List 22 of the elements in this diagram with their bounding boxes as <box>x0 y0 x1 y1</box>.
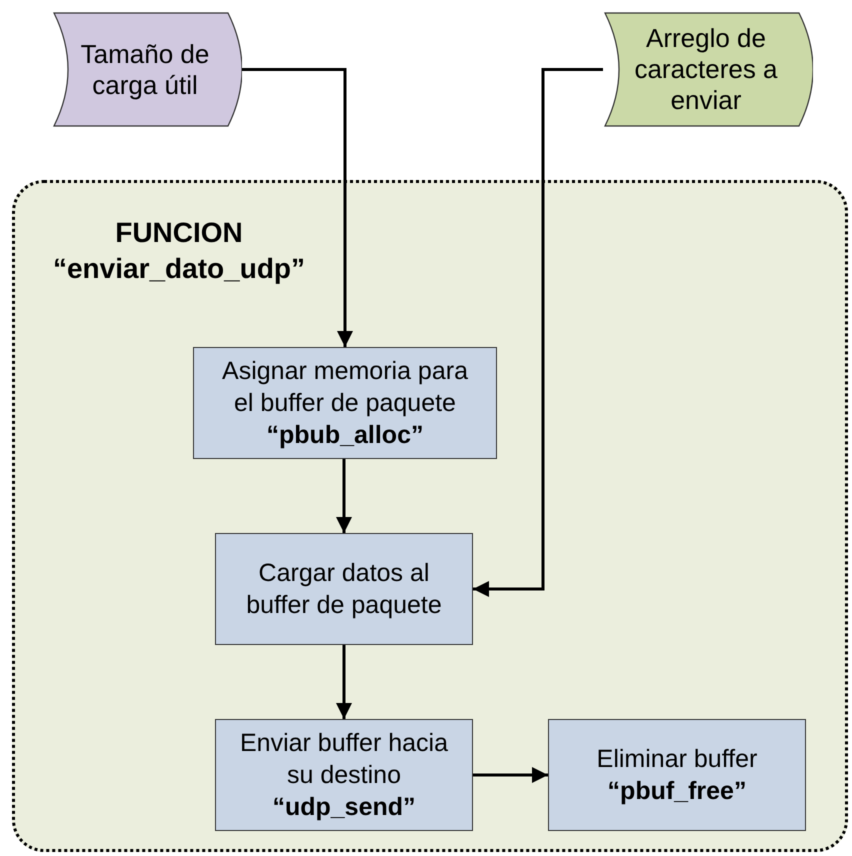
data-shape <box>52 12 242 127</box>
arrow <box>336 645 352 719</box>
arrow <box>473 767 548 783</box>
process-box <box>548 719 806 831</box>
arrow <box>242 68 353 347</box>
process-label: Asignar memoria para el buffer de paquete <box>221 356 469 419</box>
function-name: “pbuf_free” <box>608 776 746 807</box>
process-box <box>215 533 473 645</box>
function-name: “udp_send” <box>272 792 416 823</box>
arrow <box>336 459 352 533</box>
process-label: Enviar buffer hacia su destino <box>239 728 449 791</box>
process-box <box>193 347 497 459</box>
process-label: Eliminar buffer <box>596 744 758 775</box>
function-group <box>12 180 848 852</box>
function-name: “pbub_alloc” <box>266 420 424 451</box>
data-shape <box>603 12 813 127</box>
process-box <box>215 719 473 831</box>
function-title: FUNCION “enviar_dato_udp” <box>52 216 306 286</box>
data-label: Arreglo de caracteres a enviar <box>633 23 779 116</box>
data-label: Tamaño de carga útil <box>80 38 210 100</box>
process-label: Cargar datos al buffer de paquete <box>245 558 443 621</box>
arrow <box>473 68 603 597</box>
